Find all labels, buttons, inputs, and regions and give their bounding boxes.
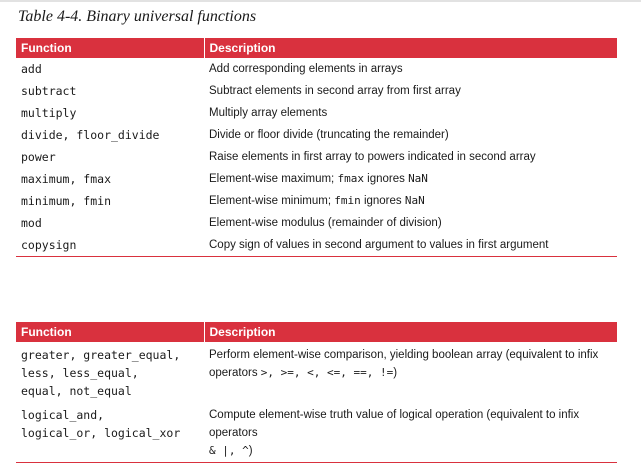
table-row: subtract Subtract elements in second arr… (16, 80, 617, 102)
description-cell: Element-wise minimum; fmin ignores NaN (204, 190, 617, 212)
function-cell: mod (21, 216, 42, 230)
inline-code: fmin (334, 194, 361, 207)
table-row: multiply Multiply array elements (16, 102, 617, 124)
desc-text: ignores (363, 173, 409, 185)
function-line: logical_or, logical_xor (21, 426, 181, 440)
description-cell: Raise elements in first array to powers … (209, 151, 536, 163)
inline-code: NaN (408, 172, 428, 185)
function-cell: logical_and, logical_or, logical_xor (16, 402, 204, 463)
comparison-ufunc-table: Function Description greater, greater_eq… (16, 322, 617, 463)
table-header-row: Function Description (16, 322, 617, 342)
function-cell: add (21, 62, 42, 76)
function-cell: greater, greater_equal, less, less_equal… (16, 342, 204, 402)
description-cell: Multiply array elements (209, 107, 328, 119)
desc-text: Element-wise minimum; (209, 195, 335, 207)
desc-text: operators (209, 367, 261, 379)
function-cell: multiply (21, 106, 77, 120)
description-cell: Subtract elements in second array from f… (209, 85, 461, 97)
table-caption: Table 4-4. Binary universal functions (18, 8, 257, 25)
desc-text: ) (393, 367, 398, 379)
desc-line: Compute element-wise truth value of logi… (209, 409, 580, 439)
description-cell: Element-wise modulus (remainder of divis… (209, 217, 442, 229)
binary-ufunc-table: Function Description add Add correspondi… (16, 38, 617, 257)
table-row: logical_and, logical_or, logical_xor Com… (16, 402, 617, 463)
function-cell: copysign (16, 234, 204, 257)
description-cell: Divide or floor divide (truncating the r… (209, 129, 449, 141)
desc-line: & |, ^) (209, 442, 617, 460)
function-line: less, less_equal, (21, 366, 139, 380)
inline-code: NaN (404, 194, 425, 207)
function-cell: minimum, fmin (21, 194, 112, 208)
desc-text: ) (248, 445, 253, 457)
description-cell: Element-wise maximum; fmax ignores NaN (204, 168, 617, 190)
function-cell: subtract (21, 84, 77, 98)
table-row: greater, greater_equal, less, less_equal… (16, 342, 617, 402)
header-description: Description (204, 322, 617, 342)
table-row: minimum, fmin Element-wise minimum; fmin… (16, 190, 617, 212)
header-function: Function (16, 322, 205, 342)
function-cell: divide, floor_divide (21, 128, 160, 142)
inline-code: & |, ^ (209, 444, 249, 457)
header-function: Function (16, 38, 205, 58)
table-header-row: Function Description (16, 38, 617, 58)
table-row: add Add corresponding elements in arrays (16, 58, 617, 80)
desc-line: operators >, >=, <, <=, ==, !=) (209, 364, 617, 382)
description-cell: Copy sign of values in second argument t… (204, 234, 617, 257)
table-row: mod Element-wise modulus (remainder of d… (16, 212, 617, 234)
table-row: maximum, fmax Element-wise maximum; fmax… (16, 168, 617, 190)
function-cell: power (21, 150, 56, 164)
function-line: greater, greater_equal, (21, 348, 181, 362)
inline-code: fmax (337, 172, 364, 185)
description-cell: Compute element-wise truth value of logi… (204, 402, 617, 463)
function-cell: maximum, fmax (21, 172, 112, 186)
header-description: Description (204, 38, 617, 58)
description-cell: Add corresponding elements in arrays (209, 63, 403, 75)
desc-line: Perform element-wise comparison, yieldin… (209, 349, 599, 361)
desc-text: ignores (360, 195, 405, 207)
description-cell: Perform element-wise comparison, yieldin… (204, 342, 617, 402)
function-line: logical_and, (21, 408, 105, 422)
table-row: divide, floor_divide Divide or floor div… (16, 124, 617, 146)
inline-code: >, >=, <, <=, ==, != (260, 366, 394, 379)
desc-text: Element-wise maximum; (209, 173, 338, 185)
table-row: copysign Copy sign of values in second a… (16, 234, 617, 257)
function-line: equal, not_equal (21, 384, 132, 398)
top-rule (0, 0, 641, 2)
table-row: power Raise elements in first array to p… (16, 146, 617, 168)
